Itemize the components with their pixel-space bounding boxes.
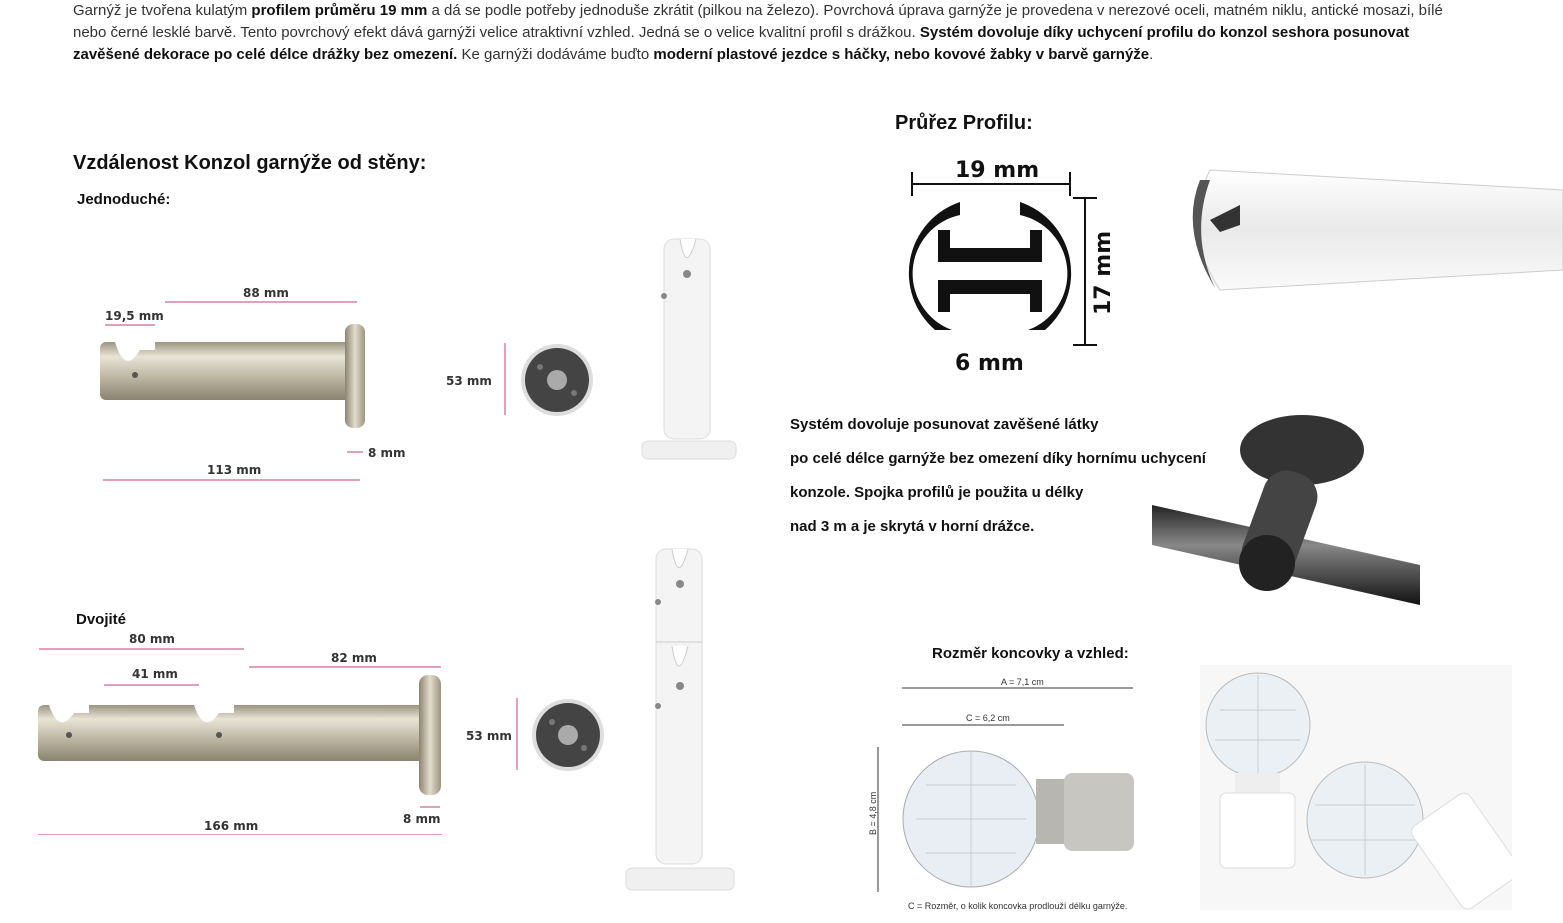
dim-single-hook: 19,5 mm bbox=[105, 309, 164, 323]
dim-single-diameter: 53 mm bbox=[446, 374, 492, 388]
white-rod-photo bbox=[1192, 169, 1563, 291]
intro-bold-1: profilem průměru 19 mm bbox=[251, 2, 428, 19]
double-bracket-diagram: 80 mm 41 mm 82 mm 166 mm 8 mm bbox=[38, 632, 442, 835]
dim-single-total: 113 mm bbox=[207, 463, 261, 477]
profile-section-heading: Průřez Profilu: bbox=[895, 112, 1033, 134]
profile-cross-section-diagram: 19 mm 17 mm 6 mm bbox=[908, 158, 1116, 375]
dim-double-diameter: 53 mm bbox=[466, 729, 512, 743]
system-line-1: Systém dovoluje posunovat zavěšené látky bbox=[790, 416, 1099, 433]
dim-double-a: 80 mm bbox=[129, 632, 175, 646]
dim-finial-c: C = 6,2 cm bbox=[966, 713, 1010, 723]
double-bracket-vertical-photo bbox=[625, 548, 735, 891]
dim-profile-width: 19 mm bbox=[955, 158, 1039, 183]
finial-section-heading: Rozměr koncovky a vzhled: bbox=[932, 645, 1129, 662]
double-bracket-end-view: 53 mm bbox=[466, 698, 604, 771]
dim-single-top: 88 mm bbox=[243, 286, 289, 300]
dim-finial-b: B = 4,8 cm bbox=[868, 792, 878, 835]
finial-dimension-diagram: A = 7,1 cm C = 6,2 cm B = 4,8 cm C = Roz… bbox=[868, 677, 1134, 911]
dim-finial-a: A = 7,1 cm bbox=[1001, 677, 1044, 687]
single-bracket-label: Jednoduché: bbox=[77, 191, 171, 208]
intro-text-2: a dá se podle potřeby jednoduše zkrátit … bbox=[73, 2, 1443, 41]
intro-paragraph: Garnýž je tvořena kulatým profilem průmě… bbox=[73, 0, 1473, 66]
dim-double-total: 166 mm bbox=[204, 819, 258, 833]
finial-photo bbox=[1200, 665, 1512, 910]
system-line-2: po celé délce garnýže bez omezení díky h… bbox=[790, 450, 1206, 467]
dim-single-plate: 8 mm bbox=[368, 446, 406, 460]
double-bracket-label: Dvojité bbox=[76, 611, 127, 628]
dim-double-c: 82 mm bbox=[331, 651, 377, 665]
dim-double-b: 41 mm bbox=[132, 667, 178, 681]
system-description: Systém dovoluje posunovat zavěšené látky… bbox=[790, 408, 1250, 544]
intro-text-4: . bbox=[1149, 46, 1154, 63]
intro-bold-2: Systém dovoluje díky uchycení profilu do… bbox=[73, 24, 1410, 63]
dim-profile-slot: 6 mm bbox=[955, 351, 1024, 375]
single-bracket-diagram: 88 mm 19,5 mm 113 mm 8 mm bbox=[100, 286, 406, 481]
single-bracket-vertical-photo bbox=[641, 238, 737, 460]
intro-bold-3: moderní plastové jezdce s háčky, nebo ko… bbox=[653, 46, 1150, 63]
bracket-distance-heading: Vzdálenost Konzol garnýže od stěny: bbox=[73, 152, 427, 174]
single-bracket-end-view: 53 mm bbox=[446, 343, 593, 416]
intro-text-1: Garnýž je tvořena kulatým bbox=[73, 2, 252, 19]
dim-double-plate: 8 mm bbox=[403, 812, 441, 826]
dim-profile-height: 17 mm bbox=[1091, 231, 1116, 315]
intro-text-3: Ke garnýži dodáváme buďto bbox=[457, 46, 654, 63]
finial-caption: C = Rozměr, o kolik koncovka prodlouží d… bbox=[908, 901, 1127, 911]
system-line-3: konzole. Spojka profilů je použita u dél… bbox=[790, 484, 1084, 501]
black-rod-bracket-photo bbox=[1152, 415, 1420, 605]
system-line-4: nad 3 m a je skrytá v horní drážce. bbox=[790, 518, 1035, 535]
